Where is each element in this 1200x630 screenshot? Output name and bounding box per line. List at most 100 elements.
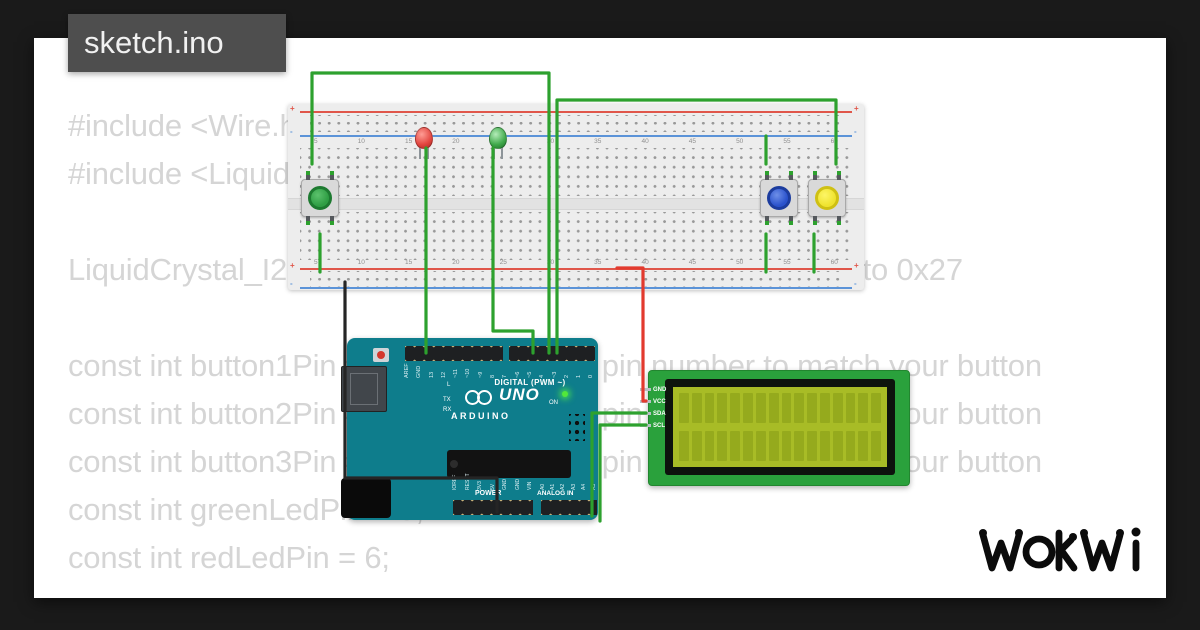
column-number: 20 bbox=[452, 138, 460, 145]
led-leg bbox=[427, 148, 429, 159]
lcd-cell bbox=[832, 431, 843, 461]
digital-header-left[interactable] bbox=[405, 346, 503, 361]
lcd-cell bbox=[730, 393, 741, 423]
lcd-cell bbox=[704, 431, 715, 461]
breadboard-rail-holes[interactable] bbox=[310, 271, 842, 288]
button-cap[interactable] bbox=[815, 186, 839, 210]
reset-button[interactable] bbox=[373, 348, 389, 362]
breadboard-holes-bottom[interactable] bbox=[300, 212, 852, 260]
pin-label: 5V bbox=[489, 483, 496, 490]
plus-mark: + bbox=[854, 261, 859, 270]
analog-header[interactable] bbox=[541, 500, 597, 515]
power-rail-positive bbox=[300, 111, 852, 113]
pin-label: RESET bbox=[464, 473, 471, 490]
digital-header-label: DIGITAL (PWM ~) bbox=[494, 378, 566, 387]
column-number: 55 bbox=[783, 259, 791, 266]
lcd-cell bbox=[755, 393, 766, 423]
pin-label: ~3 bbox=[551, 371, 558, 378]
minus-mark: - bbox=[290, 127, 293, 136]
lcd-cell bbox=[845, 431, 856, 461]
pin-label: A1 bbox=[550, 483, 557, 490]
file-tab[interactable]: sketch.ino bbox=[68, 14, 286, 72]
board-brand-label: ARDUINO bbox=[451, 411, 511, 421]
led-leg bbox=[501, 148, 503, 159]
column-number: 15 bbox=[404, 138, 413, 145]
pin-label: GND bbox=[502, 478, 508, 490]
column-number: 35 bbox=[594, 259, 602, 266]
breadboard-rail-holes[interactable] bbox=[310, 115, 842, 132]
pin-label: SCL bbox=[653, 423, 665, 429]
icsp-header[interactable] bbox=[569, 414, 585, 441]
lcd-cell bbox=[743, 393, 753, 423]
led-green[interactable] bbox=[489, 127, 509, 163]
button-pin bbox=[765, 171, 769, 180]
lcd-cell bbox=[819, 431, 830, 461]
pin-label: VIN bbox=[527, 481, 533, 490]
led-leg bbox=[493, 148, 495, 159]
power-jack bbox=[341, 478, 391, 518]
lcd-pin-scl[interactable] bbox=[640, 424, 651, 427]
lcd-cell bbox=[704, 393, 715, 423]
pin-label: ~5 bbox=[526, 371, 533, 378]
lcd-cell bbox=[717, 393, 728, 423]
lcd-pin-vcc[interactable] bbox=[640, 400, 651, 403]
led-body bbox=[415, 127, 433, 149]
usb-connector bbox=[341, 366, 387, 412]
lcd-pin-gnd[interactable] bbox=[640, 388, 651, 391]
lcd-cell bbox=[730, 431, 741, 461]
pushbutton-blue[interactable] bbox=[760, 171, 798, 225]
column-number: 60 bbox=[830, 259, 838, 266]
column-number: 20 bbox=[452, 259, 460, 266]
lcd-cell bbox=[819, 393, 830, 423]
button-pin bbox=[765, 216, 769, 225]
pushbutton-green[interactable] bbox=[301, 171, 339, 225]
column-number: 30 bbox=[546, 259, 555, 266]
button-pin bbox=[306, 171, 310, 180]
lcd-pin-sda[interactable] bbox=[640, 412, 651, 415]
column-number: 30 bbox=[546, 138, 555, 145]
power-rail-negative bbox=[300, 135, 852, 137]
minus-mark: - bbox=[854, 279, 857, 288]
pin-label: 8 bbox=[490, 374, 497, 378]
column-number: 15 bbox=[404, 259, 413, 266]
pin-label: A2 bbox=[560, 483, 567, 490]
plus-mark: + bbox=[290, 261, 295, 270]
pushbutton-yellow[interactable] bbox=[808, 171, 846, 225]
digital-header-right[interactable] bbox=[509, 346, 595, 361]
analog-header-label: ANALOG IN bbox=[537, 490, 574, 497]
lcd-cell bbox=[743, 431, 753, 461]
column-number: 45 bbox=[688, 259, 696, 266]
board-model-label: UNO bbox=[499, 385, 540, 404]
minus-mark: - bbox=[290, 279, 293, 288]
lcd-cell bbox=[807, 393, 817, 423]
column-number: 50 bbox=[736, 138, 744, 145]
lcd-cell bbox=[679, 431, 689, 461]
pin-label: 1 bbox=[576, 374, 583, 378]
column-number: 25 bbox=[499, 259, 507, 266]
column-number: 5 bbox=[314, 138, 318, 145]
button-pin bbox=[837, 171, 841, 180]
power-header[interactable] bbox=[453, 500, 533, 515]
code-line: const int redLedPin = 6; bbox=[68, 540, 390, 575]
button-pin bbox=[813, 216, 817, 225]
file-tab-title: sketch.ino bbox=[84, 25, 224, 60]
tx-label: TX bbox=[443, 397, 451, 403]
reset-button-cap[interactable] bbox=[377, 351, 385, 359]
button-cap[interactable] bbox=[767, 186, 791, 210]
pin-label: 13 bbox=[428, 371, 435, 378]
button-cap[interactable] bbox=[308, 186, 332, 210]
column-number: 55 bbox=[783, 138, 791, 145]
column-number: 60 bbox=[830, 138, 838, 145]
led-red[interactable] bbox=[415, 127, 435, 163]
pin-label: GND bbox=[653, 387, 667, 393]
column-number: 35 bbox=[594, 138, 602, 145]
lcd-cell bbox=[832, 393, 843, 423]
pin-label: VCC bbox=[653, 399, 666, 405]
lcd-cell bbox=[871, 431, 881, 461]
